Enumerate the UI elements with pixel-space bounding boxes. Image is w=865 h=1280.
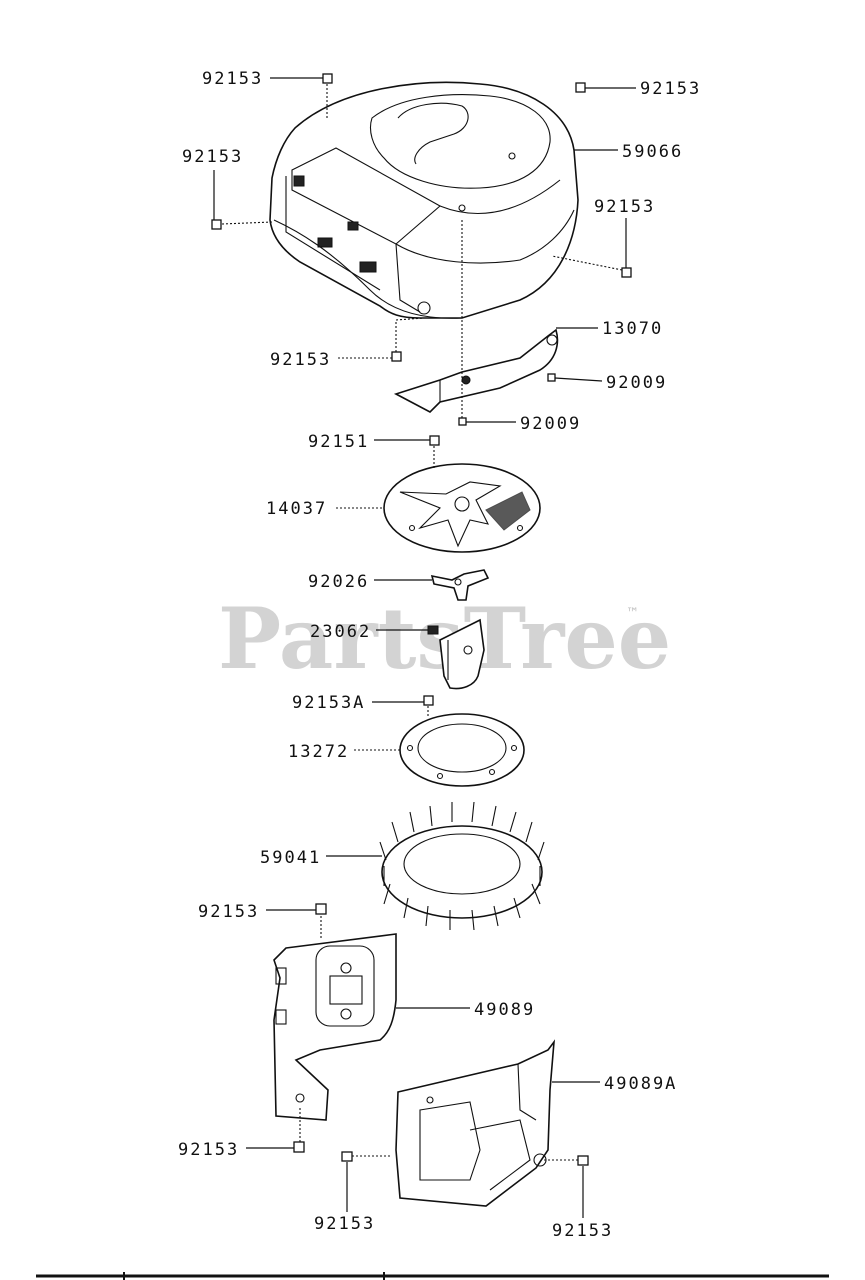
- bracket-23062: [427, 618, 485, 690]
- label-92009-lower: 92009: [520, 414, 581, 434]
- bolt-right: [621, 267, 632, 278]
- blower-housing-59066: [269, 81, 579, 319]
- label-59066: 59066: [622, 142, 683, 162]
- label-92153A: 92153A: [292, 693, 365, 713]
- blade-13070: [393, 328, 559, 413]
- label-92153-lower-left: 92153: [314, 1214, 375, 1234]
- label-13070: 13070: [602, 319, 663, 339]
- label-92153-top-right: 92153: [640, 79, 701, 99]
- label-92153-shroud-bottom: 92153: [178, 1140, 239, 1160]
- label-92153-housing-bottom: 92153: [270, 350, 331, 370]
- label-92026: 92026: [308, 572, 369, 592]
- label-92153-left: 92153: [182, 147, 243, 167]
- bolt-top-right: [575, 82, 586, 93]
- label-49089A: 49089A: [604, 1074, 677, 1094]
- screw-92009-lower: [458, 417, 467, 426]
- bolt-top-left: [322, 73, 333, 84]
- label-14037: 14037: [266, 499, 327, 519]
- bolt-housing-bottom: [391, 351, 402, 362]
- label-59041: 59041: [260, 848, 321, 868]
- screen-14037: [383, 463, 541, 553]
- label-13272: 13272: [288, 742, 349, 762]
- bolt-lower-right: [577, 1155, 589, 1166]
- part-labels: 92153 92153 92153 59066 92153 92153 1307…: [178, 69, 701, 1241]
- shroud-49089A: [395, 1039, 556, 1207]
- bolt-shroud-bottom: [293, 1141, 305, 1153]
- label-92153-shroud-top: 92153: [198, 902, 259, 922]
- washer-92026: [430, 569, 490, 601]
- bolt-shroud-top: [315, 903, 327, 915]
- watermark-trademark: ™: [626, 606, 639, 621]
- screw-92009-right: [547, 373, 556, 382]
- label-92153-right: 92153: [594, 197, 655, 217]
- label-92009-right: 92009: [606, 373, 667, 393]
- leader-lines: [213, 77, 636, 1218]
- bottom-border: [36, 1272, 829, 1280]
- bolt-92151: [429, 435, 440, 446]
- label-23062: 23062: [310, 622, 371, 642]
- fan-59041: [379, 801, 545, 931]
- label-49089: 49089: [474, 1000, 535, 1020]
- label-92151: 92151: [308, 432, 369, 452]
- label-92153-lower-right: 92153: [552, 1221, 613, 1241]
- label-92153-top-left: 92153: [202, 69, 263, 89]
- plate-13272: [399, 713, 525, 787]
- bolt-left: [211, 219, 222, 230]
- shroud-49089: [273, 933, 397, 1121]
- bolt-92153A: [423, 695, 434, 706]
- bolt-lower-left: [341, 1151, 353, 1162]
